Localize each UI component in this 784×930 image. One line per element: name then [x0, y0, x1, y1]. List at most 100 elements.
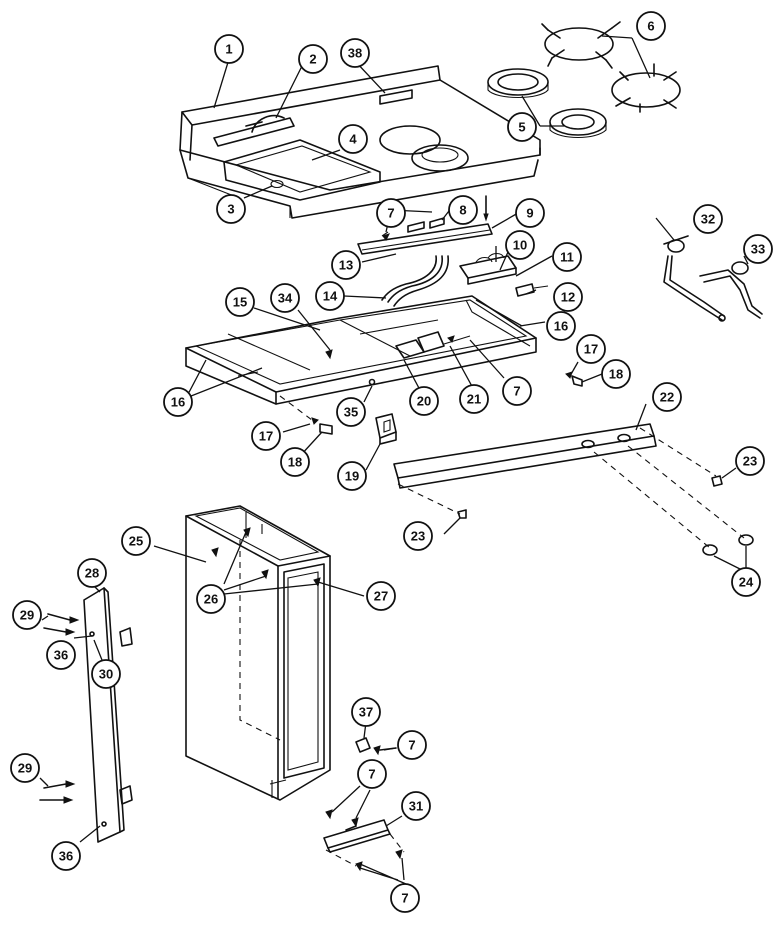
callout-23-right: 23	[735, 446, 765, 476]
callout-7c: 7	[397, 730, 427, 760]
callout-17-left: 17	[251, 421, 281, 451]
callout-35-label: 35	[344, 405, 358, 420]
callout-19: 19	[337, 461, 367, 491]
callout-7b-label: 7	[513, 384, 520, 399]
callout-7a-label: 7	[387, 206, 394, 221]
callout-11-label: 11	[560, 250, 574, 265]
leader-lines	[39, 35, 749, 885]
callout-38: 38	[340, 38, 370, 68]
callout-7d: 7	[357, 759, 387, 789]
callout-7a: 7	[376, 198, 406, 228]
callout-20: 20	[409, 386, 439, 416]
callout-22-label: 22	[660, 390, 674, 405]
callout-5-label: 5	[518, 120, 525, 135]
callout-27: 27	[366, 581, 396, 611]
callout-23-right-label: 23	[743, 454, 757, 469]
callout-23-left: 23	[403, 521, 433, 551]
callout-15: 15	[225, 287, 255, 317]
callout-25-label: 25	[129, 534, 143, 549]
callout-32: 32	[693, 204, 723, 234]
callout-11: 11	[552, 242, 582, 272]
callout-17-left-label: 17	[259, 429, 273, 444]
bracket-assembly	[357, 195, 549, 307]
callout-24: 24	[731, 567, 761, 597]
callout-9: 9	[515, 198, 545, 228]
callout-16-left: 16	[163, 387, 193, 417]
callout-19-label: 19	[345, 469, 359, 484]
callout-3: 3	[216, 194, 246, 224]
callout-6-label: 6	[647, 19, 654, 34]
leveling-bracket	[323, 737, 405, 872]
callout-38-label: 38	[348, 46, 362, 61]
side-panel	[39, 587, 133, 843]
callout-30: 30	[91, 659, 121, 689]
callout-7e-label: 7	[401, 891, 408, 906]
callout-35: 35	[336, 397, 366, 427]
callout-34-label: 34	[278, 291, 293, 306]
callout-31-label: 31	[409, 799, 423, 814]
callout-10-label: 10	[513, 238, 527, 253]
callout-12-label: 12	[561, 290, 575, 305]
callout-1: 1	[214, 34, 244, 64]
callout-22: 22	[652, 382, 682, 412]
burner-grate	[541, 21, 681, 113]
callout-15-label: 15	[233, 295, 247, 310]
callout-26-label: 26	[204, 592, 218, 607]
callout-25: 25	[121, 526, 151, 556]
callout-21-label: 21	[467, 392, 481, 407]
callout-36-bottom: 36	[51, 841, 81, 871]
callout-17-right: 17	[576, 334, 606, 364]
callout-30-label: 30	[99, 667, 113, 682]
callout-29-top-label: 29	[20, 608, 34, 623]
callout-33-label: 33	[751, 242, 765, 257]
callout-33: 33	[743, 234, 773, 264]
callout-2-label: 2	[309, 52, 316, 67]
support-channel	[393, 423, 754, 556]
burner-cap	[487, 68, 607, 138]
callout-31: 31	[401, 791, 431, 821]
callout-7b: 7	[502, 376, 532, 406]
callout-36-bottom-label: 36	[59, 849, 73, 864]
callout-21: 21	[459, 384, 489, 414]
callout-29-bottom-label: 29	[18, 761, 32, 776]
callout-14-label: 14	[323, 289, 338, 304]
callout-26: 26	[196, 584, 226, 614]
callout-29-bottom: 29	[10, 753, 40, 783]
callout-6: 6	[636, 11, 666, 41]
callout-8-label: 8	[459, 203, 466, 218]
callout-8: 8	[448, 195, 478, 225]
callout-10: 10	[505, 230, 535, 260]
callout-32-label: 32	[701, 212, 715, 227]
callout-28-label: 28	[85, 566, 99, 581]
callout-4: 4	[338, 124, 368, 154]
cooktop-top-part	[179, 65, 541, 219]
gas-valve	[663, 235, 763, 322]
callout-5: 5	[507, 112, 537, 142]
callout-4-label: 4	[349, 132, 357, 147]
callout-18-left: 18	[280, 447, 310, 477]
base-frame	[185, 295, 537, 405]
callout-9-label: 9	[526, 206, 533, 221]
callout-7e: 7	[390, 883, 420, 913]
cabinet-body	[185, 505, 331, 801]
callout-37: 37	[351, 697, 381, 727]
callout-13-label: 13	[339, 258, 353, 273]
callout-16-right-label: 16	[554, 319, 568, 334]
callout-7d-label: 7	[368, 767, 375, 782]
fastener-parts	[279, 371, 583, 445]
callout-28: 28	[77, 558, 107, 588]
callout-18-right-label: 18	[609, 367, 623, 382]
callout-1-label: 1	[225, 42, 232, 57]
callout-29-top: 29	[12, 600, 42, 630]
callout-20-label: 20	[417, 394, 431, 409]
callout-18-right: 18	[601, 359, 631, 389]
callout-36-top: 36	[46, 640, 76, 670]
callout-2: 2	[298, 44, 328, 74]
callout-12: 12	[553, 282, 583, 312]
callout-37-label: 37	[359, 705, 373, 720]
callout-34: 34	[270, 283, 300, 313]
callout-16-left-label: 16	[171, 395, 185, 410]
callout-13: 13	[331, 250, 361, 280]
callout-14: 14	[315, 281, 345, 311]
